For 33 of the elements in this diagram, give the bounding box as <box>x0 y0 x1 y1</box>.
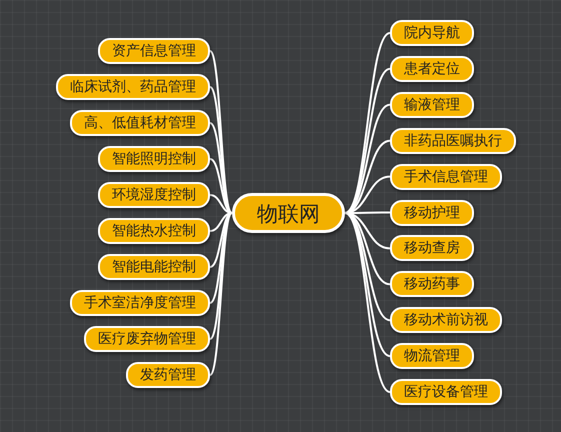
connector-line <box>344 212 390 357</box>
connector-line <box>209 86 233 214</box>
topic-pill: 智能电能控制 <box>98 254 210 280</box>
connector-line <box>344 68 390 214</box>
topic-pill: 手术室洁净度管理 <box>70 290 210 316</box>
topic-pill: 手术信息管理 <box>390 164 502 190</box>
topic-pill: 移动术前访视 <box>390 307 502 334</box>
topic-pill: 发药管理 <box>126 362 210 388</box>
connector-line <box>344 212 391 393</box>
connector-line <box>344 176 390 214</box>
connector-line <box>209 212 233 376</box>
topic-pill: 患者定位 <box>390 56 474 82</box>
topic-pill: 智能照明控制 <box>98 146 210 172</box>
topic-pill: 移动查房 <box>390 235 474 262</box>
connector-line <box>209 50 233 214</box>
topic-pill: 环境湿度控制 <box>98 182 210 208</box>
topic-pill: 移动药事 <box>390 271 474 298</box>
topic-pill: 高、低值耗材管理 <box>70 110 210 136</box>
topic-pill: 院内导航 <box>390 20 474 46</box>
connector-line <box>344 32 391 214</box>
topic-pill: 医疗设备管理 <box>390 379 502 405</box>
connector-line <box>344 212 390 250</box>
topic-pill: 智能热水控制 <box>98 218 210 244</box>
topic-pill: 临床试剂、药品管理 <box>56 74 210 100</box>
connector-line <box>344 212 390 322</box>
connector-line <box>344 104 390 214</box>
topic-pill: 输液管理 <box>390 92 474 118</box>
topic-pill: 物流管理 <box>390 343 474 370</box>
central-topic: 物联网 <box>232 193 345 233</box>
topic-pill: 非药品医嘱执行 <box>390 128 516 154</box>
topic-pill: 医疗废弃物管理 <box>84 326 210 352</box>
topic-pill: 移动护理 <box>390 200 474 226</box>
topic-pill: 资产信息管理 <box>98 38 210 64</box>
